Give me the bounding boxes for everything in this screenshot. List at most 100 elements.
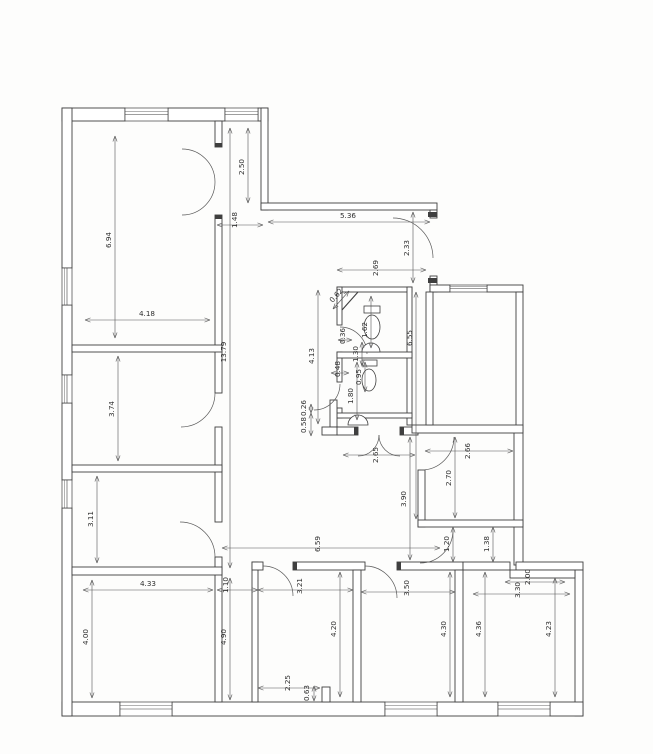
dimension-label: 6.55 — [405, 330, 414, 346]
dimension-arrow — [424, 448, 431, 454]
door-swing-arc — [378, 434, 401, 457]
wall — [411, 424, 524, 434]
wall — [61, 304, 73, 376]
door-swing-arc — [179, 521, 216, 558]
dimension-arrow — [337, 571, 343, 578]
dimension-label: 1.30 — [351, 346, 360, 362]
dimension-arrow — [472, 591, 479, 597]
dimension-label: 2.33 — [402, 240, 411, 256]
dimension-arrow — [552, 577, 558, 584]
wall — [321, 686, 331, 703]
wall — [509, 569, 576, 579]
dimension-label: 4.23 — [544, 621, 553, 637]
door-jamb — [428, 278, 437, 283]
dimension-arrow — [368, 295, 374, 302]
dimension-arrow — [343, 290, 350, 297]
dimension-label: 0.58 — [299, 417, 308, 433]
dimension-label: 2.50 — [237, 159, 246, 175]
dimension-arrow — [207, 587, 214, 593]
wall — [260, 202, 438, 211]
dimension-label: 1.62 — [360, 322, 369, 338]
dimension-arrow — [257, 587, 264, 593]
wall — [336, 412, 413, 419]
wall — [425, 291, 434, 426]
wall — [336, 286, 343, 326]
wall — [454, 569, 464, 703]
dimension-label: 1.80 — [346, 388, 355, 404]
dimension-arrow — [330, 370, 337, 376]
wall — [61, 402, 73, 481]
dimension-arrow — [407, 436, 413, 443]
dimension-label: 2.70 — [444, 470, 453, 486]
dimension-arrow — [447, 691, 453, 698]
door-swing-arc — [262, 565, 294, 597]
dimension-arrow — [407, 554, 413, 561]
dimension-arrow — [362, 361, 368, 368]
door-jamb — [354, 427, 358, 435]
dimension-label: 0.95 — [354, 369, 363, 385]
dimension-arrow — [490, 556, 496, 563]
dimension-arrow — [252, 587, 259, 593]
dimension-label: 2.00 — [523, 569, 532, 585]
dimension-label: 4.20 — [329, 621, 338, 637]
dimension-arrow — [112, 332, 118, 339]
dimension-line — [332, 290, 350, 310]
dimension-label: 13.79 — [219, 341, 228, 362]
dimension-label: 3.74 — [107, 401, 116, 417]
dimension-label: 4.90 — [219, 629, 228, 645]
dimension-arrow — [245, 197, 251, 204]
dimension-arrow — [308, 412, 314, 419]
dimension-arrow — [452, 512, 458, 519]
dimension-arrow — [360, 589, 367, 595]
dimension-arrow — [347, 587, 354, 593]
dimension-label: 4.18 — [139, 309, 155, 318]
dimension-arrow — [315, 418, 321, 425]
door-jamb — [397, 562, 401, 570]
dimension-arrow — [216, 587, 223, 593]
dimension-arrow — [308, 430, 314, 437]
wall — [214, 556, 223, 703]
dimension-arrow — [424, 219, 431, 225]
dimension-label: 4.36 — [474, 621, 483, 637]
dimension-arrow — [332, 303, 339, 310]
dimension-arrow — [564, 591, 571, 597]
dimension-arrow — [221, 545, 228, 551]
dimension-label: 1.10 — [221, 577, 230, 593]
dimension-arrow — [267, 219, 274, 225]
dimension-label: 6.94 — [104, 232, 113, 248]
dimension-label: 3.90 — [399, 491, 408, 507]
dimension-arrow — [227, 577, 233, 584]
dimension-arrow — [227, 694, 233, 701]
dimension-arrow — [89, 692, 95, 699]
dimension-label: 1.48 — [230, 212, 239, 228]
dimension-arrow — [409, 452, 416, 458]
dimension-arrow — [447, 571, 453, 578]
dimension-label: 3.21 — [295, 578, 304, 594]
wall — [549, 701, 584, 717]
dimension-arrow — [434, 545, 441, 551]
dimension-label: 0.48 — [333, 361, 342, 377]
wall — [574, 569, 584, 717]
wall — [396, 561, 464, 571]
dimension-arrow — [346, 337, 353, 343]
door-swing-arc — [181, 181, 216, 216]
dimension-arrow — [84, 317, 91, 323]
dimension-arrow — [257, 222, 264, 228]
dimension-arrow — [337, 337, 344, 343]
dimension-arrow — [490, 526, 496, 533]
wall — [71, 344, 223, 353]
dimension-arrow — [245, 127, 251, 134]
dimension-arrow — [410, 277, 416, 284]
door-swing-arc — [364, 565, 398, 599]
wall — [515, 291, 524, 431]
dimension-arrow — [343, 370, 350, 376]
wall — [417, 469, 426, 528]
dimension-label: 3.50 — [402, 580, 411, 596]
wall — [71, 464, 223, 473]
wall — [513, 429, 524, 566]
wall — [251, 561, 264, 571]
dimension-arrow — [354, 414, 360, 421]
wall — [61, 507, 73, 717]
wall — [71, 566, 223, 576]
dimension-label: 0.26 — [299, 400, 308, 416]
